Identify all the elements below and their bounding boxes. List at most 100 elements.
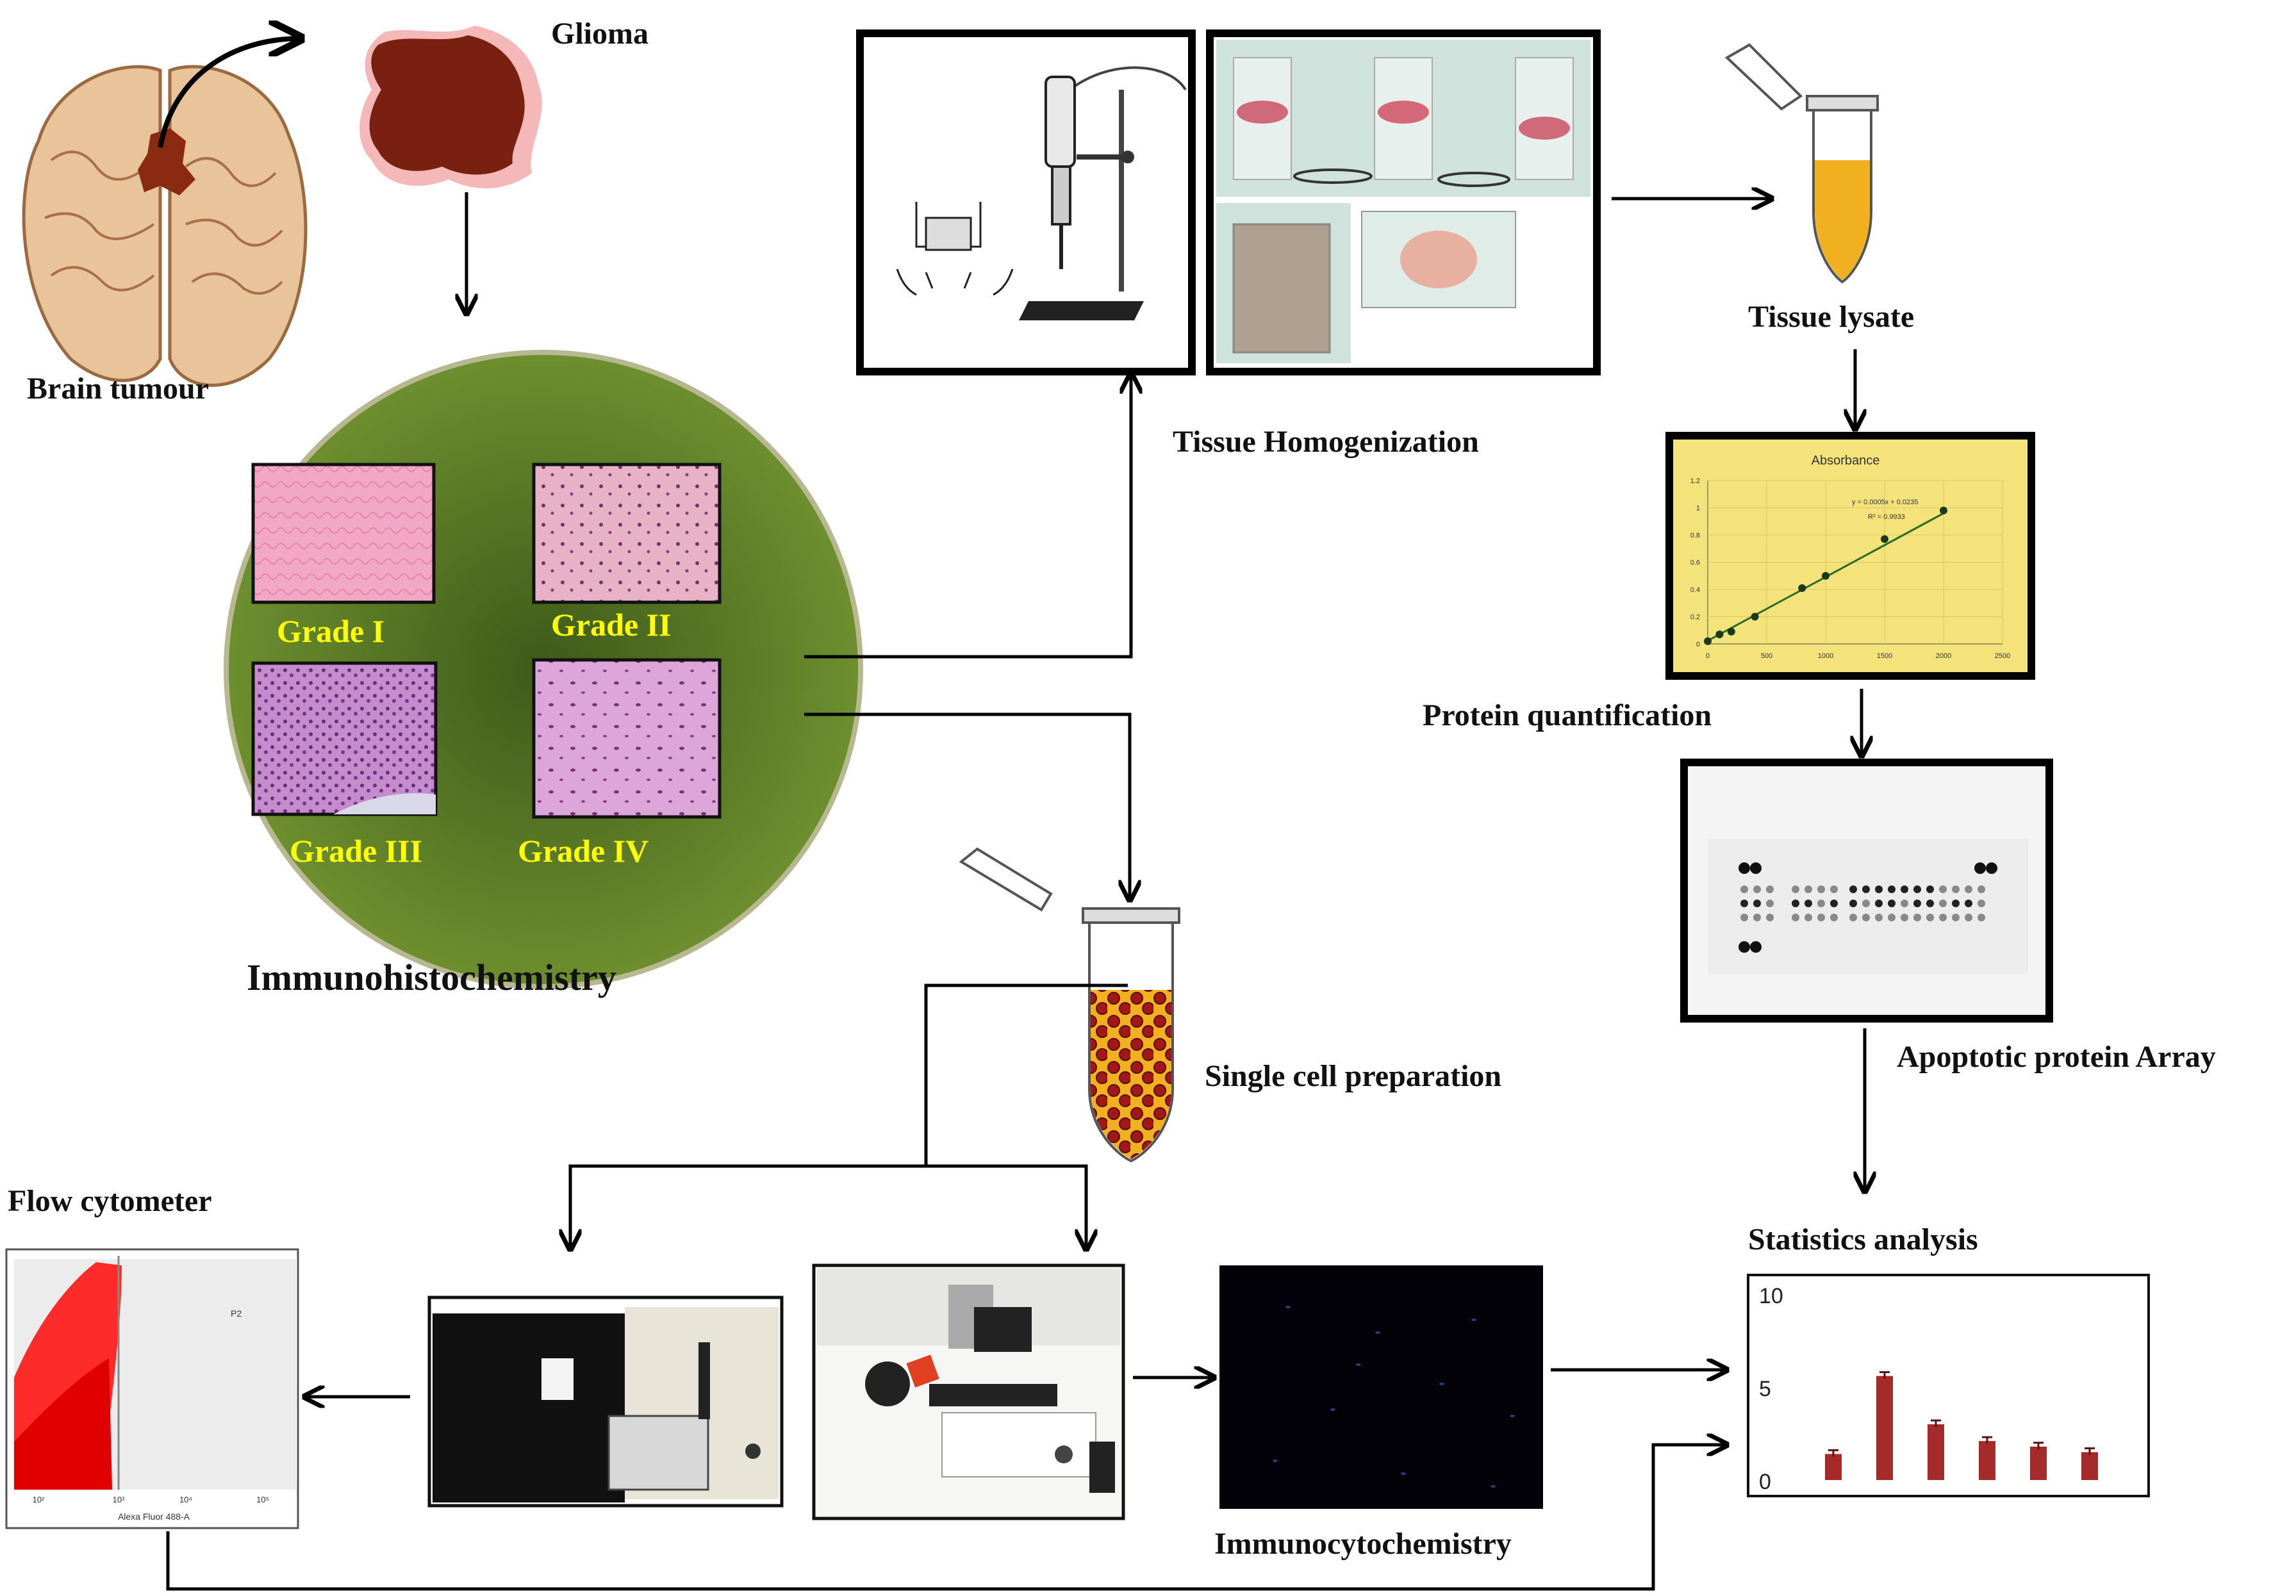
absorbance-point <box>1715 630 1724 639</box>
brain-tumour-label: Brain tumour <box>27 372 209 406</box>
icc-nucleus <box>1356 1363 1361 1366</box>
absorbance-y-tick: 0.8 <box>1690 532 1700 539</box>
branch-to-microscope-arrow <box>926 1164 1086 1249</box>
absorbance-point <box>1751 613 1759 621</box>
ihc-to-homogenizer-arrow <box>804 374 1131 659</box>
array-spot <box>1753 900 1761 907</box>
array-spot <box>1766 885 1774 893</box>
stat-bar <box>2081 1452 2098 1480</box>
array-spot <box>1965 900 1972 907</box>
array-spot <box>1965 885 1972 893</box>
array-spot <box>1766 914 1774 921</box>
array-spot <box>1901 900 1908 907</box>
icc-nucleus <box>1330 1408 1335 1411</box>
array-spot <box>1965 914 1972 921</box>
absorbance-x-tick: 1000 <box>1818 652 1833 660</box>
ihc-to-single-cell-arrow <box>804 712 1130 900</box>
absorbance-y-tick: 1 <box>1696 505 1700 513</box>
glioma-blob <box>359 26 542 188</box>
icc-nucleus <box>1375 1331 1380 1334</box>
absorbance-point <box>1822 572 1829 580</box>
flow-x-tick: 10⁴ <box>179 1495 192 1504</box>
array-spot <box>1849 885 1857 893</box>
array-spot <box>1862 914 1870 921</box>
array-spot <box>1888 914 1895 921</box>
tube-branch-line <box>924 983 1128 1166</box>
absorbance-x-tick: 500 <box>1761 652 1772 660</box>
glioma-label: Glioma <box>551 17 648 51</box>
array-spot <box>1888 900 1895 907</box>
grade-1-image <box>251 463 436 604</box>
grade-1-label: Grade I <box>277 613 384 649</box>
single-cell-tube <box>959 847 1180 1163</box>
absorbance-y-tick: 1.2 <box>1690 477 1700 485</box>
array-spot <box>1952 885 1960 893</box>
stat-bar <box>1825 1454 1842 1480</box>
array-spot <box>1913 900 1921 907</box>
array-spot <box>1739 862 1750 874</box>
svg-text:Alexa Fluor 488-A: Alexa Fluor 488-A <box>118 1511 190 1522</box>
stat-bar <box>1979 1441 1995 1480</box>
svg-text:R² = 0.9933: R² = 0.9933 <box>1868 513 1905 521</box>
absorbance-y-tick: 0.2 <box>1690 614 1700 621</box>
array-spot <box>1926 914 1934 921</box>
array-spot <box>1740 900 1748 907</box>
array-spot <box>1926 900 1934 907</box>
array-spot <box>1862 885 1870 893</box>
svg-text:y = 0.0005x + 0.0235: y = 0.0005x + 0.0235 <box>1852 498 1918 506</box>
array-spot <box>1817 900 1825 907</box>
array-spot <box>1978 885 1985 893</box>
immunocytochemistry-image <box>1219 1265 1543 1509</box>
absorbance-y-tick: 0 <box>1696 641 1700 648</box>
flow-cytometer-label: Flow cytometer <box>8 1184 212 1218</box>
stat-y-tick: 5 <box>1759 1377 1771 1401</box>
immunocytochemistry-label: Immunocytochemistry <box>1214 1527 1512 1561</box>
array-spot <box>1875 914 1883 921</box>
absorbance-point <box>1881 535 1888 543</box>
stat-bar <box>2030 1446 2047 1480</box>
array-spot <box>1952 914 1960 921</box>
array-spot <box>1805 914 1812 921</box>
array-spot <box>1875 900 1883 907</box>
array-spot <box>1901 914 1908 921</box>
lysate-tube <box>1724 43 1879 284</box>
icc-nucleus <box>1491 1485 1496 1488</box>
statistics-analysis-label: Statistics analysis <box>1748 1222 1978 1256</box>
grade-4-label: Grade IV <box>518 833 648 869</box>
array-spot <box>1792 900 1799 907</box>
array-spot <box>1750 862 1762 874</box>
array-spot <box>1753 914 1761 921</box>
tissue-lysate-label: Tissue lysate <box>1748 300 1914 334</box>
array-spot <box>1753 885 1761 893</box>
protein-array <box>1680 759 2053 1023</box>
protein-quantification-label: Protein quantification <box>1423 698 1712 732</box>
array-spot <box>1875 885 1883 893</box>
absorbance-x-tick: 1500 <box>1877 652 1892 660</box>
grade-3-image <box>251 661 438 816</box>
array-spot <box>1750 941 1762 953</box>
absorbance-point <box>1727 627 1735 636</box>
icc-nucleus <box>1439 1383 1444 1385</box>
array-spot <box>1817 914 1825 921</box>
absorbance-y-tick: 0.6 <box>1690 559 1700 567</box>
array-spot <box>1805 900 1812 907</box>
stat-y-tick: 0 <box>1759 1470 1771 1494</box>
array-spot <box>1805 885 1812 893</box>
array-spot <box>1986 862 1997 874</box>
array-spot <box>1792 885 1799 893</box>
array-spot <box>1952 900 1960 907</box>
array-spot <box>1913 914 1921 921</box>
absorbance-x-tick: 2000 <box>1936 652 1951 660</box>
flow-x-tick: 10⁵ <box>256 1495 269 1504</box>
array-spot <box>1817 885 1825 893</box>
branch-to-cytometer-arrow <box>570 1164 926 1249</box>
array-spot <box>1913 885 1921 893</box>
array-spot <box>1888 885 1895 893</box>
homogenizer-panel <box>856 29 1196 375</box>
array-spot <box>1901 885 1908 893</box>
absorbance-point <box>1798 584 1806 592</box>
icc-nucleus <box>1510 1415 1515 1417</box>
flow-cytometer-instrument <box>427 1296 784 1508</box>
grade-4-image <box>532 658 722 819</box>
